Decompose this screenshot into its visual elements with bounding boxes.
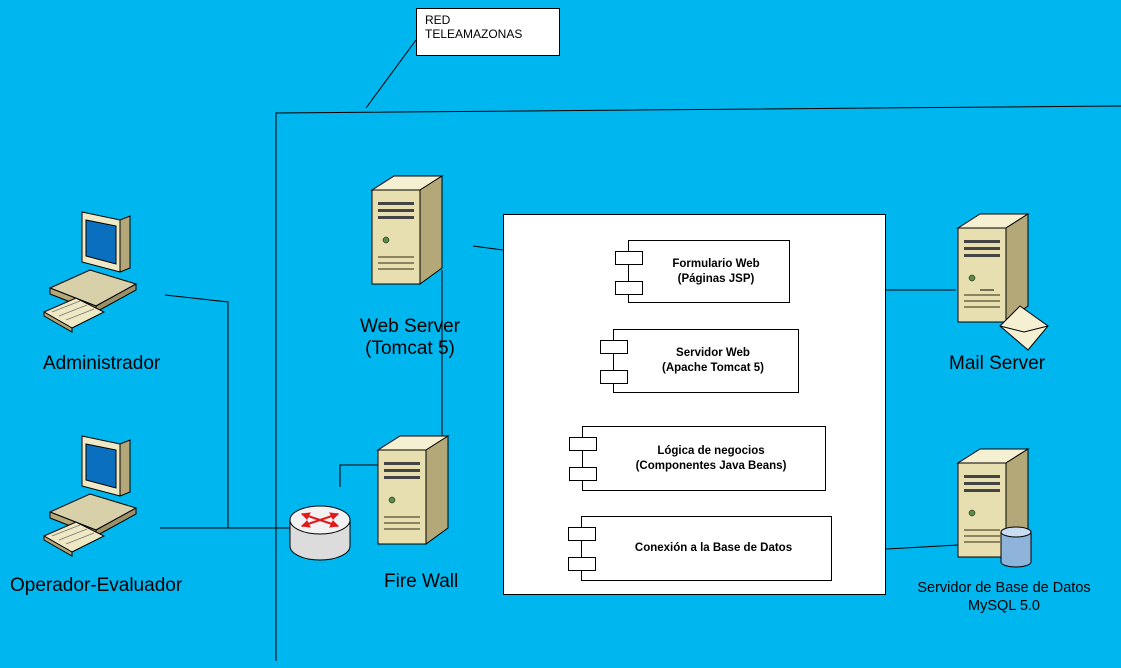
- component-label: Conexión a la Base de Datos: [596, 517, 831, 580]
- component-servidor-web: Servidor Web (Apache Tomcat 5): [600, 329, 799, 393]
- component-port: [569, 437, 597, 451]
- connection-lines: [160, 245, 959, 550]
- admin-computer-icon: [43, 211, 137, 333]
- component-label: Formulario Web (Páginas JSP): [643, 241, 789, 302]
- component-line1: Lógica de negocios: [657, 444, 765, 457]
- database-server-label-line1: Servidor de Base de Datos: [917, 580, 1091, 596]
- web-server-label-line1: Web Server: [360, 316, 460, 337]
- component-port: [568, 557, 596, 571]
- firewall-label: Fire Wall: [384, 571, 459, 592]
- component-port: [600, 370, 628, 384]
- component-logica-negocios: Lógica de negocios (Componentes Java Bea…: [569, 426, 826, 491]
- component-line2: (Componentes Java Beans): [635, 459, 787, 472]
- component-line2: (Apache Tomcat 5): [661, 362, 765, 374]
- router-icon: [289, 505, 351, 561]
- operator-label: Operador-Evaluador: [10, 575, 183, 596]
- network-callout: RED TELEAMAZONAS: [416, 8, 560, 56]
- firewall-server-icon: [377, 435, 449, 545]
- network-boundary-line: [275, 105, 1121, 661]
- database-cylinder-icon: [1000, 526, 1032, 568]
- component-line1: Formulario Web: [672, 257, 760, 270]
- component-formulario-web: Formulario Web (Páginas JSP): [615, 240, 790, 303]
- component-label: Lógica de negocios (Componentes Java Bea…: [597, 427, 825, 490]
- component-port: [600, 340, 628, 354]
- component-port: [569, 467, 597, 481]
- database-server-label: Servidor de Base de Datos MySQL 5.0: [886, 579, 1121, 615]
- mail-server-label: Mail Server: [949, 353, 1046, 374]
- component-label: Servidor Web (Apache Tomcat 5): [628, 330, 798, 392]
- component-panel: Formulario Web (Páginas JSP) Servidor We…: [503, 214, 886, 595]
- component-conexion-bd: Conexión a la Base de Datos: [568, 516, 832, 581]
- web-server-icon: [371, 175, 443, 285]
- network-callout-leader: [365, 39, 417, 109]
- mail-server-icon: [957, 213, 1029, 323]
- component-port: [568, 527, 596, 541]
- component-port: [615, 281, 643, 295]
- operator-computer-icon: [43, 435, 137, 557]
- component-port: [615, 251, 643, 265]
- network-label: RED TELEAMAZONAS: [425, 13, 523, 41]
- database-server-label-line2: MySQL 5.0: [968, 598, 1040, 614]
- web-server-label-line2: (Tomcat 5): [365, 338, 455, 359]
- component-line1: Conexión a la Base de Datos: [634, 542, 793, 554]
- envelope-icon: [999, 305, 1049, 351]
- component-line1: Servidor Web: [676, 347, 750, 359]
- component-line2: (Páginas JSP): [677, 272, 755, 285]
- web-server-label: Web Server (Tomcat 5): [340, 316, 480, 360]
- admin-label: Administrador: [43, 353, 161, 374]
